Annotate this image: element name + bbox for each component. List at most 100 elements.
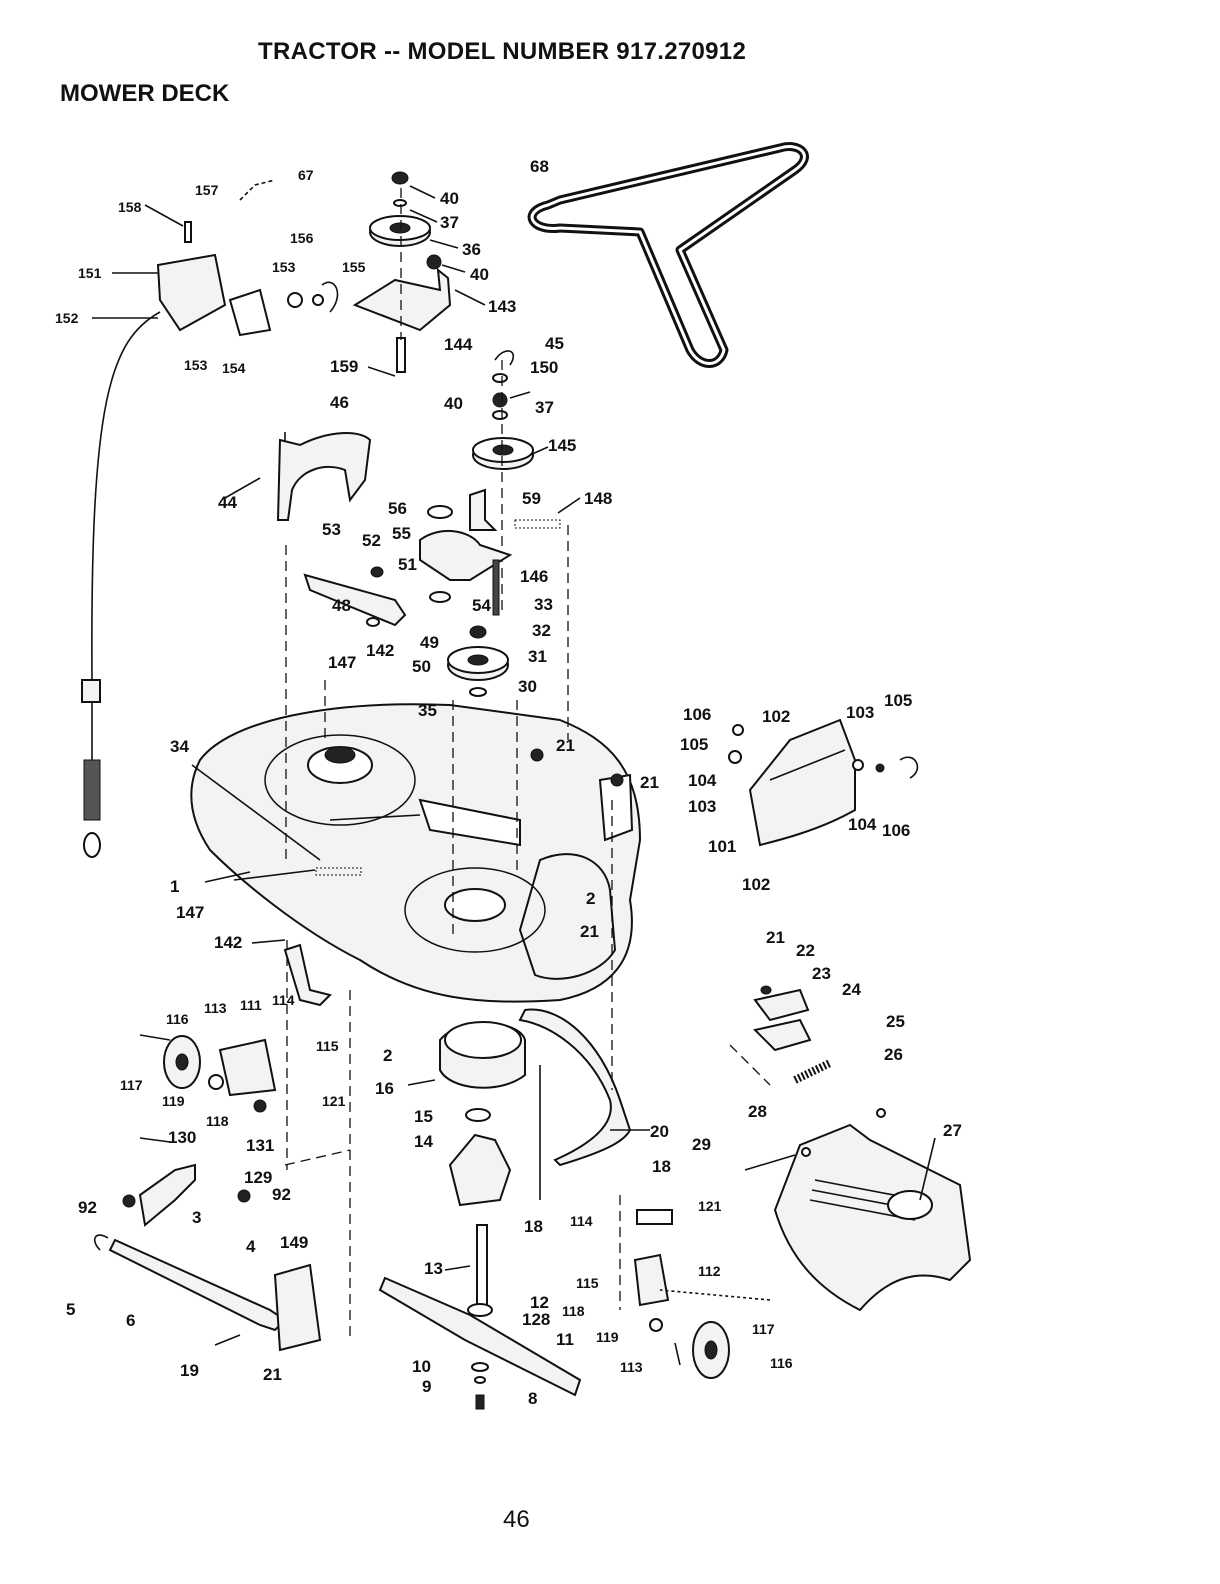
callout-154: 154 (222, 360, 246, 376)
callout-19: 19 (180, 1361, 199, 1380)
callout-112: 112 (698, 1263, 721, 1279)
idler-pulley-lower (472, 350, 534, 610)
callout-68: 68 (530, 157, 549, 176)
callout-21b: 21 (640, 773, 659, 792)
callout-114b: 114 (570, 1213, 593, 1229)
callout-5: 5 (66, 1300, 75, 1319)
callout-146: 146 (520, 567, 548, 586)
callout-105: 105 (884, 691, 912, 710)
callout-52: 52 (362, 531, 381, 550)
callout-104b: 104 (848, 815, 877, 834)
callout-155: 155 (342, 259, 366, 275)
callout-15: 15 (414, 1107, 433, 1126)
callout-106b: 106 (882, 821, 910, 840)
callout-36: 36 (462, 240, 481, 259)
callout-40b: 40 (470, 265, 489, 284)
callout-117b: 117 (752, 1321, 775, 1337)
callout-9: 9 (422, 1377, 431, 1396)
callout-21d: 21 (766, 928, 785, 947)
callout-13: 13 (424, 1259, 443, 1278)
belt-guard (276, 432, 372, 521)
callout-119: 119 (162, 1093, 185, 1109)
callout-48: 48 (332, 596, 351, 615)
gauge-wheel-left (139, 1034, 277, 1113)
page-title: TRACTOR -- MODEL NUMBER 917.270912 (258, 38, 747, 65)
callout-45: 45 (545, 334, 564, 353)
callout-105b: 105 (680, 735, 708, 754)
lift-cable-assembly (81, 179, 339, 858)
callout-4: 4 (246, 1237, 256, 1256)
callout-131: 131 (246, 1136, 274, 1155)
callout-16: 16 (375, 1079, 394, 1098)
callout-32: 32 (532, 621, 551, 640)
section-title: MOWER DECK (60, 80, 230, 107)
callout-121: 121 (322, 1093, 346, 1109)
callout-157: 157 (195, 182, 219, 198)
callout-119b: 119 (596, 1329, 619, 1345)
callout-21c: 21 (580, 922, 599, 941)
assembly-guide-lines (284, 525, 771, 1340)
callout-67: 67 (298, 167, 314, 183)
callout-40: 40 (440, 189, 459, 208)
callout-153b: 153 (184, 357, 208, 373)
blade-spindle-assembly (378, 1021, 582, 1410)
callout-23: 23 (812, 964, 831, 983)
callout-49: 49 (420, 633, 439, 652)
callout-152: 152 (55, 310, 79, 326)
page-number: 46 (503, 1506, 530, 1533)
callout-28: 28 (748, 1102, 767, 1121)
callout-31: 31 (528, 647, 547, 666)
callout-20: 20 (650, 1122, 669, 1141)
callout-158: 158 (118, 199, 142, 215)
callout-54: 54 (472, 596, 491, 615)
discharge-chute (744, 1123, 972, 1312)
idler-pulley-upper (352, 171, 452, 373)
callout-147b: 147 (176, 903, 204, 922)
callout-26: 26 (884, 1045, 903, 1064)
callout-18: 18 (652, 1157, 671, 1176)
callout-11: 11 (556, 1330, 574, 1349)
callout-114: 114 (272, 992, 295, 1008)
callout-149: 149 (280, 1233, 308, 1252)
callout-115: 115 (316, 1038, 339, 1054)
callout-156: 156 (290, 230, 314, 246)
callout-8: 8 (528, 1389, 537, 1408)
callout-128: 128 (522, 1310, 550, 1329)
callout-27: 27 (943, 1121, 962, 1140)
callout-22: 22 (796, 941, 815, 960)
callout-1: 1 (170, 877, 179, 896)
callout-113b: 113 (620, 1359, 643, 1375)
lift-linkage (93, 943, 332, 1352)
callout-50: 50 (412, 657, 431, 676)
callout-115b: 115 (576, 1275, 599, 1291)
callout-143: 143 (488, 297, 516, 316)
callout-153: 153 (272, 259, 296, 275)
callout-35: 35 (418, 701, 437, 720)
callout-18b: 18 (524, 1217, 543, 1236)
callout-116: 116 (166, 1011, 189, 1027)
callout-leaders (92, 185, 936, 1301)
callout-116b: 116 (770, 1355, 793, 1371)
callout-46: 46 (330, 393, 349, 412)
callout-53: 53 (322, 520, 341, 539)
drive-belt (527, 142, 809, 368)
callout-33: 33 (534, 595, 553, 614)
callout-44: 44 (218, 493, 237, 512)
callout-151: 151 (78, 265, 102, 281)
callout-102: 102 (762, 707, 790, 726)
callout-92: 92 (78, 1198, 97, 1217)
callout-37: 37 (440, 213, 459, 232)
callout-113: 113 (204, 1000, 227, 1016)
callout-117: 117 (120, 1077, 143, 1093)
callout-92b: 92 (272, 1185, 291, 1204)
callout-21e: 21 (263, 1365, 282, 1384)
callout-148: 148 (584, 489, 612, 508)
callout-106: 106 (683, 705, 711, 724)
callout-6: 6 (126, 1311, 135, 1330)
callout-103: 103 (846, 703, 874, 722)
callout-121b: 121 (698, 1198, 722, 1214)
callout-34: 34 (170, 737, 189, 756)
spindle-pulley (447, 625, 509, 697)
callout-145: 145 (548, 436, 576, 455)
